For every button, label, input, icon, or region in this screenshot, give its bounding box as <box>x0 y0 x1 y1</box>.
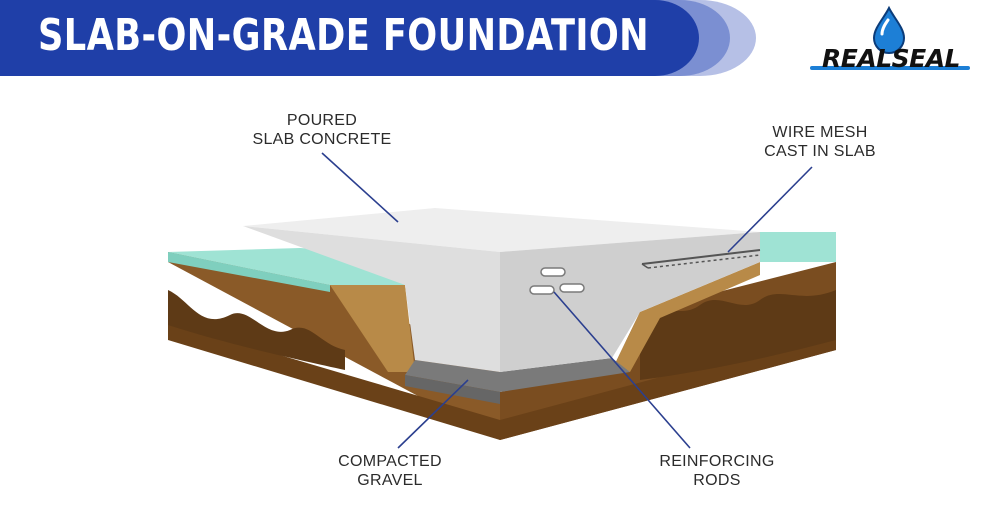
wire-mesh <box>641 249 761 269</box>
soil-dark-mottle-left <box>168 290 345 370</box>
title-banner <box>0 0 756 76</box>
gravel-front <box>405 375 500 404</box>
soil-dark-mottle-right <box>640 290 836 380</box>
trench-wall-right <box>612 262 760 372</box>
callout-reinforcing-rods: REINFORCING RODS <box>627 452 807 490</box>
leader-mesh <box>727 166 813 253</box>
soil-front-face <box>168 252 500 440</box>
slab-top <box>243 208 760 252</box>
banner-main <box>0 0 699 76</box>
reinforcing-rods <box>529 267 585 295</box>
gravel-layer <box>405 358 630 392</box>
leader-slab <box>321 152 399 223</box>
callout-slab-line-1: POURED <box>286 112 358 129</box>
grass-right <box>760 232 836 262</box>
logo-text: REALSEAL <box>822 44 960 73</box>
rod-2 <box>529 285 555 295</box>
callout-poured-slab-concrete: POURED SLAB CONCRETE <box>232 111 412 149</box>
slab-front-face <box>243 226 500 372</box>
realseal-logo: REALSEAL <box>800 4 980 78</box>
callout-gravel-line-1: COMPACTED <box>338 453 442 470</box>
callout-mesh-line-1: WIRE MESH <box>772 124 868 141</box>
leader-rods <box>553 291 691 449</box>
callout-slab-line-2: SLAB CONCRETE <box>252 131 392 148</box>
page-title: SLAB-ON-GRADE FOUNDATION <box>38 10 650 61</box>
slab-right-face <box>500 232 760 372</box>
callout-rods-line-1: REINFORCING <box>659 453 775 470</box>
water-drop-icon <box>872 5 906 54</box>
rod-3 <box>559 283 585 293</box>
callout-mesh-line-2: CAST IN SLAB <box>764 143 876 160</box>
leader-gravel <box>397 379 469 449</box>
callout-rods-line-2: RODS <box>693 472 741 489</box>
callout-gravel-line-2: GRAVEL <box>357 472 423 489</box>
rod-1 <box>540 267 566 277</box>
logo-swoosh <box>810 66 970 70</box>
callout-compacted-gravel: COMPACTED GRAVEL <box>300 452 480 490</box>
trench-wall-left <box>330 285 415 372</box>
soil-base-band <box>168 322 836 440</box>
soil-block <box>168 252 836 440</box>
callout-wire-mesh: WIRE MESH CAST IN SLAB <box>730 123 910 161</box>
grass-left-edge <box>168 252 330 292</box>
